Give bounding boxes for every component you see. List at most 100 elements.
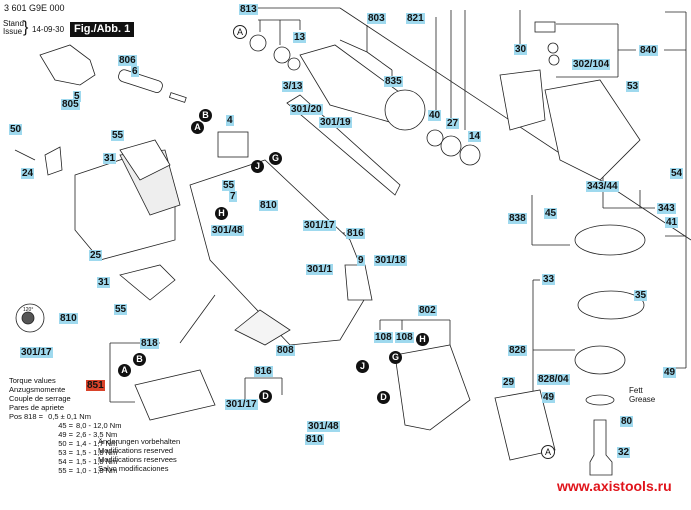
connector-j: J [251,160,264,173]
callout-808: 808 [276,345,295,356]
callout-3-13: 3/13 [282,81,304,92]
callout-301-1: 301/1 [306,264,334,275]
torque-row: 49 =2,6 - 3,5 Nm [58,430,118,439]
note-fr: Modifications reservees [98,455,177,464]
callout-301-18: 301/18 [374,255,407,266]
connector-d-right: D [377,391,390,404]
callout-810-mid: 810 [259,200,278,211]
callout-32: 32 [617,447,631,458]
callout-810-left: 810 [59,313,78,324]
callout-803: 803 [367,13,386,24]
callout-828: 828 [508,345,527,356]
callout-55-bottom: 55 [114,304,128,315]
grease-en: Grease [629,395,656,404]
callout-851: 851 [86,380,105,391]
callout-301-48-lower: 301/48 [307,421,340,432]
angle-label: 120° [23,307,34,313]
torque-row: 45 =8,0 - 12,0 Nm [58,421,122,430]
callout-806: 806 [118,55,137,66]
connector-g: G [269,152,282,165]
callout-343-44: 343/44 [586,181,619,192]
connector-g-lower: G [389,351,402,364]
callout-301-48-mid: 301/48 [211,225,244,236]
callout-31-top: 31 [103,153,117,164]
callout-53: 53 [626,81,640,92]
connector-j-lower: J [356,360,369,373]
callout-14: 14 [468,131,482,142]
callout-33: 33 [542,274,556,285]
torque-table: Torque values Anzugsmomente Couple de se… [9,376,121,475]
callout-49-left: 49 [542,392,556,403]
callout-816-mid: 816 [346,228,365,239]
torque-row: 53 =1,5 - 1,8 Nm [58,448,118,457]
callout-835: 835 [384,76,403,87]
connector-a-outline-lower: A [541,445,555,459]
callout-838: 838 [508,213,527,224]
connector-d: D [259,390,272,403]
callout-828-04: 828/04 [537,374,570,385]
callout-50: 50 [9,124,23,135]
callout-108-left: 108 [374,332,393,343]
callout-25: 25 [89,250,103,261]
callout-27: 27 [446,118,460,129]
callout-301-19: 301/19 [319,117,352,128]
callout-55-mid: 55 [222,180,236,191]
issue-date: 14-09-30 [32,25,65,34]
callout-30: 30 [514,44,528,55]
callout-35: 35 [634,290,648,301]
callout-4: 4 [226,115,234,126]
callout-840: 840 [639,45,658,56]
figure-label: Fig./Abb. 1 [70,22,135,37]
connector-b: B [199,109,212,122]
note-de: Änderungen vorbehalten [98,437,181,446]
torque-row: 55 =1,0 - 1,8 Nm [58,466,118,475]
callout-24: 24 [21,168,35,179]
connector-a-outline: A [233,25,247,39]
connector-b-lower: B [133,353,146,366]
connector-h-lower: H [416,333,429,346]
brace: } [23,19,29,36]
callout-343: 343 [657,203,676,214]
torque-row: 50 =1,4 - 1,7 Nm [58,439,118,448]
note-en: Modifications reserved [98,446,174,455]
callout-816-lower: 816 [254,366,273,377]
callout-301-20: 301/20 [290,104,323,115]
callout-31-bottom: 31 [97,277,111,288]
torque-title-de: Anzugsmomente [9,385,66,394]
callout-80: 80 [620,416,634,427]
connector-a: A [191,121,204,134]
note-es: Salvo modificaciones [98,464,169,473]
callout-9: 9 [357,255,365,266]
callout-13: 13 [293,32,307,43]
grease-de: Fett [629,386,643,395]
callout-805: 805 [61,99,80,110]
callout-6: 6 [131,66,139,77]
callout-301-17-mid: 301/17 [303,220,336,231]
watermark-link[interactable]: www.axistools.ru [557,478,672,494]
torque-title-es: Pares de apriete [9,403,65,412]
connector-a-lower: A [118,364,131,377]
callout-301-17-left: 301/17 [20,347,53,358]
modification-notes: Änderungen vorbehalten Modifications res… [98,437,180,473]
stand-label: Stand [3,19,24,28]
connector-h: H [215,207,228,220]
callout-810-lower: 810 [305,434,324,445]
torque-row: Pos 818 = 0,5 ± 0,1 Nm [9,412,91,421]
callout-54: 54 [670,168,684,179]
callout-40: 40 [428,110,442,121]
grease-note: Fett Grease [629,386,655,404]
callout-818: 818 [140,338,159,349]
callout-802: 802 [418,305,437,316]
callout-5: 5 [73,91,81,102]
torque-row: 54 =1,5 - 1,8 Nm [58,457,118,466]
callout-55-top: 55 [111,130,125,141]
part-number: 3 601 G9E 000 [4,3,65,13]
callout-7: 7 [229,191,237,202]
callout-821: 821 [406,13,425,24]
issue-label: Issue [3,27,23,36]
callout-29: 29 [502,377,516,388]
callout-301-17-lower: 301/17 [225,399,258,410]
callout-45: 45 [544,208,558,219]
callout-813: 813 [239,4,258,15]
